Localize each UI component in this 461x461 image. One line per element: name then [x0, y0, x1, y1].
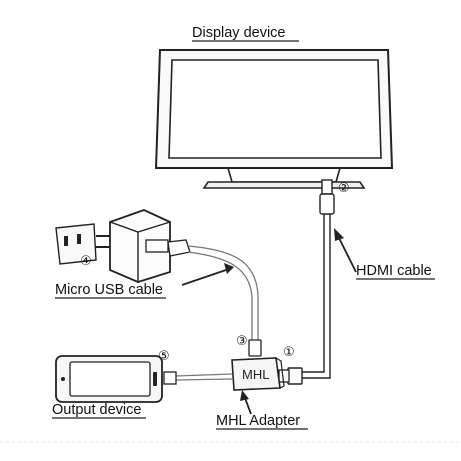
output-device [55, 355, 163, 403]
mhl-adapter-arrow [240, 390, 252, 415]
wall-charger [55, 209, 191, 283]
mhl-adapter-label: MHL Adapter [216, 413, 300, 429]
marker-5: ⑤ [158, 349, 170, 364]
phone-cable [163, 371, 233, 385]
micro-usb-arrow [181, 263, 234, 286]
micro-usb-cable [187, 245, 262, 357]
marker-2: ② [338, 181, 350, 196]
hdmi-cable-label: HDMI cable [356, 263, 432, 279]
display-device [154, 49, 394, 189]
mhl-adapter [231, 357, 285, 391]
mhl-adapter-text: MHL [242, 367, 269, 382]
hdmi-arrow [334, 228, 357, 273]
micro-usb-cable-label: Micro USB cable [55, 282, 163, 298]
marker-3: ③ [236, 334, 248, 349]
marker-4: ④ [80, 254, 92, 269]
output-device-label: Output device [52, 402, 141, 418]
marker-1: ① [283, 345, 295, 360]
display-device-label: Display device [192, 25, 286, 41]
